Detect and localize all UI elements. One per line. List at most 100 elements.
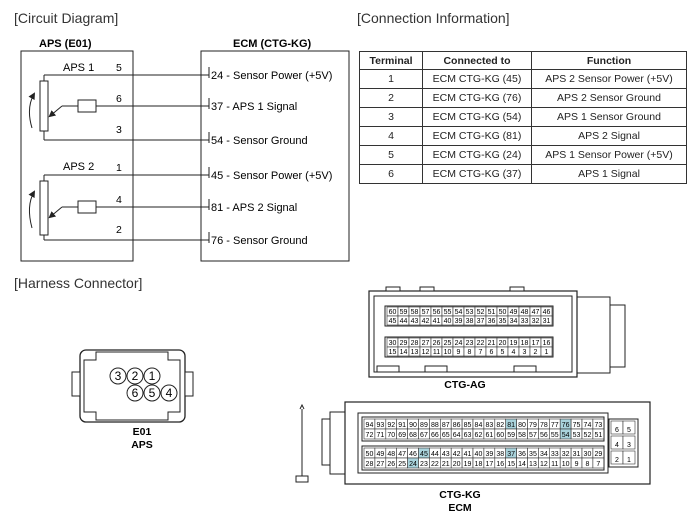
connector-pin-number: 4 <box>615 442 619 449</box>
connector-pin-number: 38 <box>466 318 474 325</box>
connector-pin-number: 1 <box>545 349 549 356</box>
connector-pin-number: 50 <box>366 451 374 458</box>
connector-pin-number: 66 <box>431 432 439 439</box>
connector-pin-number: 50 <box>499 309 507 316</box>
e01-pin: 1 <box>149 369 156 383</box>
ecm-wire-label: 54 - Sensor Ground <box>211 135 308 147</box>
connector-pin-number: 30 <box>584 451 592 458</box>
harness-connector-heading: [Harness Connector] <box>14 275 143 291</box>
connector-pin-number: 39 <box>455 318 463 325</box>
connector-pin-number: 4 <box>512 349 516 356</box>
connector-pin-number: 9 <box>457 349 461 356</box>
connector-pin-number: 23 <box>420 461 428 468</box>
connector-pin-number: 86 <box>453 422 461 429</box>
connector-pin-number: 87 <box>442 422 450 429</box>
connector-pin-number: 25 <box>444 340 452 347</box>
e01-pin: 5 <box>149 386 156 400</box>
connector-pin-number: 8 <box>468 349 472 356</box>
connector-pin-number: 15 <box>507 461 515 468</box>
cell: APS 1 Sensor Ground <box>531 107 687 127</box>
connector-pin-number: 41 <box>464 451 472 458</box>
connector-pin-number: 44 <box>431 451 439 458</box>
cell: 3 <box>359 107 423 127</box>
connector-pin-number: 72 <box>366 432 374 439</box>
ctg-kg-sub-label: ECM <box>448 502 472 514</box>
cell: APS 1 Sensor Power (+5V) <box>531 145 687 165</box>
connector-pin-number: 21 <box>442 461 450 468</box>
pin-number: 4 <box>116 194 122 206</box>
connector-pin-number: 18 <box>475 461 483 468</box>
ecm-wire-label: 76 - Sensor Ground <box>211 235 308 247</box>
connector-pin-cell <box>592 457 605 469</box>
cell: 2 <box>359 88 423 108</box>
connector-pin-number: 3 <box>523 349 527 356</box>
connector-pin-number: 48 <box>387 451 395 458</box>
connector-pin-number: 49 <box>510 309 518 316</box>
connector-pin-number: 54 <box>562 432 570 439</box>
connector-pin-number: 47 <box>398 451 406 458</box>
ecm-wire-label: 24 - Sensor Power (+5V) <box>211 70 332 82</box>
connector-pin-number: 52 <box>477 309 485 316</box>
ecm-title: ECM (CTG-KG) <box>233 38 312 50</box>
connector-pin-number: 24 <box>455 340 463 347</box>
connector-pin-number: 88 <box>431 422 439 429</box>
connector-pin-number: 55 <box>551 432 559 439</box>
connector-pin-number: 60 <box>496 432 504 439</box>
connector-pin-number: 67 <box>420 432 428 439</box>
connector-pin-number: 68 <box>409 432 417 439</box>
connector-pin-number: 80 <box>518 422 526 429</box>
cell: APS 2 Sensor Power (+5V) <box>531 69 687 89</box>
connector-pin-number: 47 <box>532 309 540 316</box>
connector-pin-number: 13 <box>411 349 419 356</box>
aps1-adjust-arrow <box>28 92 35 129</box>
connector-pin-number: 38 <box>496 451 504 458</box>
ecm-box <box>200 50 350 262</box>
ecm-wire-label: 81 - APS 2 Signal <box>211 202 297 214</box>
cell: APS 2 Sensor Ground <box>531 88 687 108</box>
connector-pin-number: 20 <box>453 461 461 468</box>
e01-pin: 3 <box>115 369 122 383</box>
connector-pin-number: 28 <box>411 340 419 347</box>
connector-pin-number: 34 <box>510 318 518 325</box>
connector-pin-number: 30 <box>389 340 397 347</box>
connector-pin-number: 2 <box>534 349 538 356</box>
connector-pin-number: 12 <box>540 461 548 468</box>
connector-pin-number: 89 <box>420 422 428 429</box>
connector-pin-number: 91 <box>398 422 406 429</box>
connector-pin-cell <box>592 428 605 440</box>
connector-pin-number: 54 <box>455 309 463 316</box>
connector-pin-number: 12 <box>422 349 430 356</box>
cell: ECM CTG-KG (76) <box>422 88 532 108</box>
pin-number: 5 <box>116 62 122 74</box>
connector-pin-number: 58 <box>518 432 526 439</box>
connector-pin-number: 56 <box>433 309 441 316</box>
connector-pin-number: 81 <box>507 422 515 429</box>
connector-pin-number: 78 <box>540 422 548 429</box>
e01-pin: 6 <box>132 386 139 400</box>
connector-pin-number: 40 <box>475 451 483 458</box>
connector-pin-number: 70 <box>387 432 395 439</box>
connector-pin-number: 19 <box>510 340 518 347</box>
connector-pin-number: 14 <box>400 349 408 356</box>
connector-pin-number: 36 <box>488 318 496 325</box>
cell: 4 <box>359 126 423 146</box>
connector-pin-number: 76 <box>562 422 570 429</box>
cell: 1 <box>359 69 423 89</box>
connector-pin-number: 83 <box>485 422 493 429</box>
connector-pin-number: 92 <box>387 422 395 429</box>
connector-pin-number: 48 <box>521 309 529 316</box>
connector-pin-number: 93 <box>376 422 384 429</box>
cell: APS 1 Signal <box>531 164 687 184</box>
connector-pin-number: 94 <box>366 422 374 429</box>
connector-pin-number: 16 <box>543 340 551 347</box>
connector-pin-number: 26 <box>433 340 441 347</box>
connector-pin-number: 65 <box>442 432 450 439</box>
connector-pin-number: 85 <box>464 422 472 429</box>
connector-pin-number: 56 <box>540 432 548 439</box>
connector-pin-number: 5 <box>501 349 505 356</box>
